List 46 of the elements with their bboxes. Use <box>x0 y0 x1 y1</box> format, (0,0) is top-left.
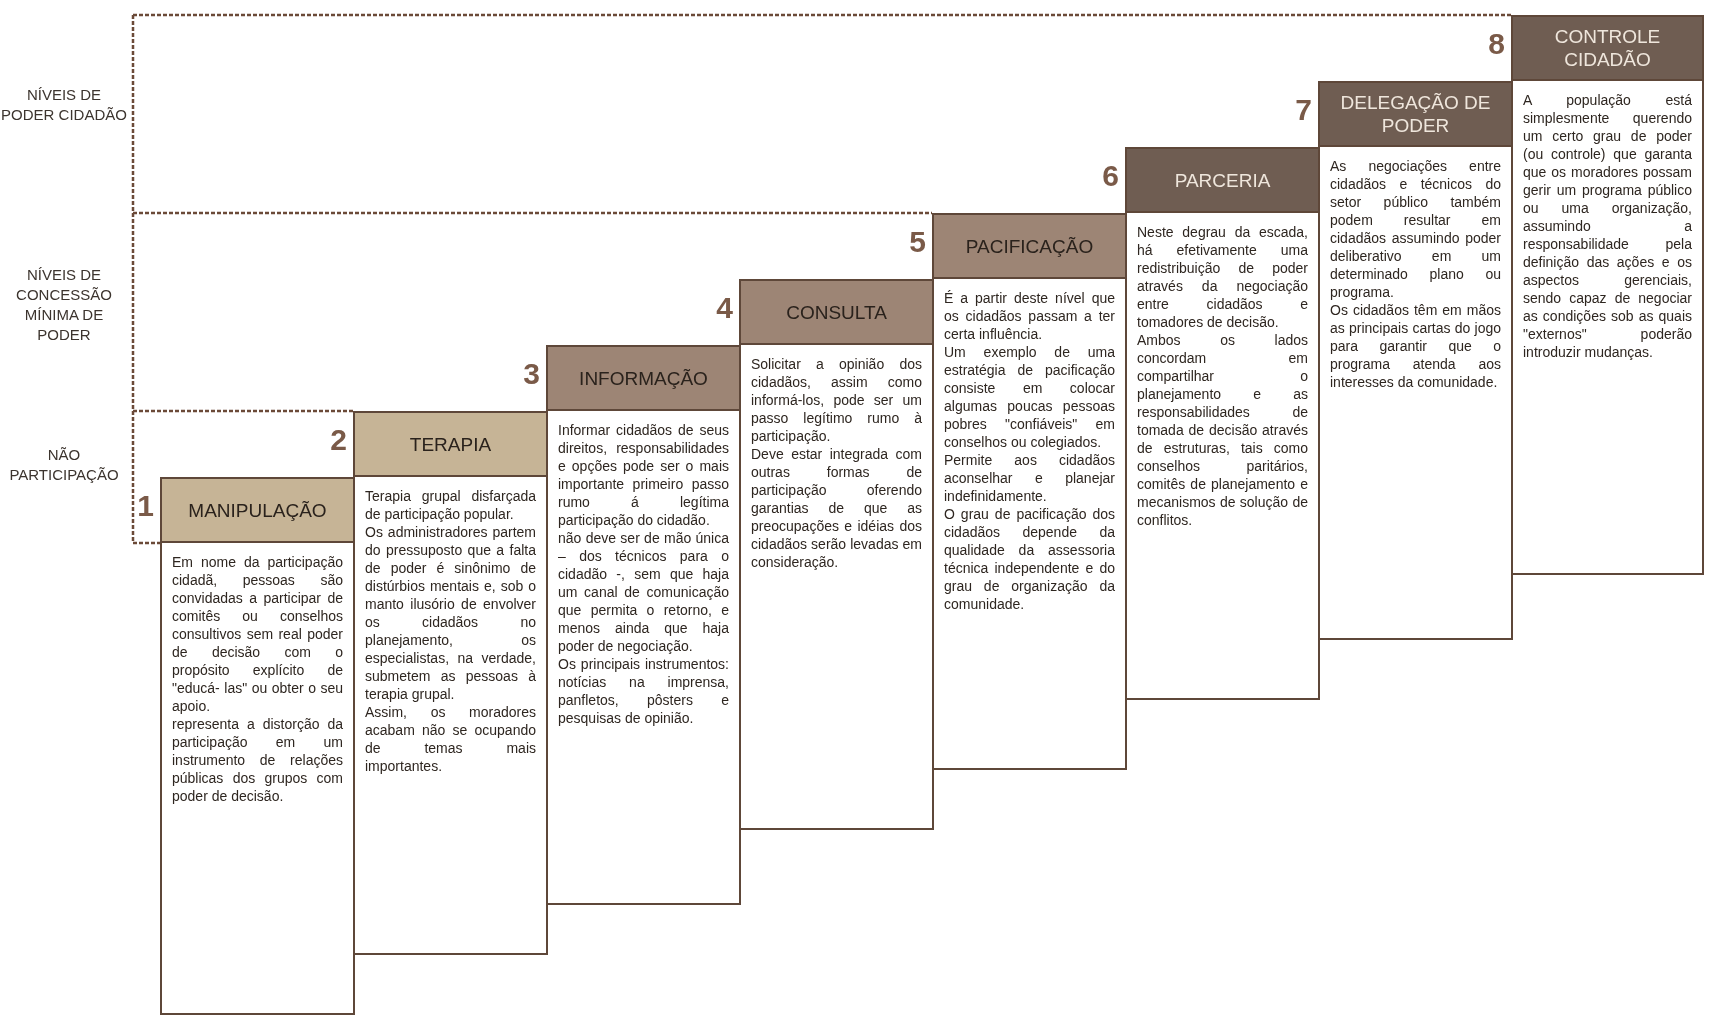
step-number: 3 <box>522 357 540 391</box>
step-header: TERAPIA <box>355 413 546 477</box>
description-text: Terapia grupal disfarçada de participação popular. <box>365 487 536 523</box>
description-text: Os administradores partem do pressuposto que a falta de poder é sinônimo de distúrbios mentais e, sob o manto ilusório de envolver os cidadãos no planejamento, os especialistas, na verdade, submetem as pessoas à terapia grupal. <box>365 523 536 703</box>
step-header: CONTROLE CIDADÃO <box>1513 17 1702 81</box>
description-text: Neste degrau da escada, há efetivamente uma redistribuição de poder através da negociação entre cidadãos e tomadores de decisão. <box>1137 223 1308 331</box>
step-card <box>1318 81 1513 640</box>
step-header: CONSULTA <box>741 281 932 345</box>
step-card <box>546 345 741 905</box>
description-text: Um exemplo de uma estratégia de pacificação consiste em colocar algumas poucas pessoas pobres "confiáveis" em conselhos ou colegiados. <box>944 343 1115 451</box>
description-text: As negociações entre cidadãos e técnicos do setor público também podem resultar em cidadãos assumindo poder deliberativo em um determinado plano ou programa. <box>1330 157 1501 301</box>
step-header: PACIFICAÇÃO <box>934 215 1125 279</box>
description-text: Informar cidadãos de seus direitos, responsabilidades e opções pode ser o mais importante primeiro passo rumo á legítima participação do cidadão. <box>558 421 729 529</box>
step-number: 5 <box>908 225 926 259</box>
step-card <box>1125 147 1320 700</box>
step-header: MANIPULAÇÃO <box>162 479 353 543</box>
description-text: Ambos os lados concordam em compartilhar o planejamento e as responsabilidades de tomada de decisão através de estruturas, tais como conselhos paritários, comitês de planejamento e mecanismos de solução de conflitos. <box>1137 331 1308 529</box>
level-label: NÍVEIS DE PODER CIDADÃO <box>0 85 128 125</box>
description-text: Os principais instrumentos: notícias na imprensa, panfletos, pôsters e pesquisas de opinião. <box>558 655 729 727</box>
step-card <box>739 279 934 830</box>
step-number: 2 <box>329 423 347 457</box>
step-card <box>932 213 1127 770</box>
description-text: Permite aos cidadãos aconselhar e planejar indefinidamente. <box>944 451 1115 505</box>
step-number: 6 <box>1101 159 1119 193</box>
level-label: NÃO PARTICIPAÇÃO <box>8 445 120 485</box>
step-header: DELEGAÇÃO DE PODER <box>1320 83 1511 147</box>
description-text: O grau de pacificação dos cidadãos depende da qualidade da assessoria técnica independente e do grau de organização da comunidade. <box>944 505 1115 613</box>
step-header: PARCERIA <box>1127 149 1318 213</box>
step-number: 4 <box>715 291 733 325</box>
description-text: representa a distorção da participação em um instrumento de relações públicas dos grupos com poder de decisão. <box>172 715 343 805</box>
description-text: não deve ser de mão única – dos técnicos para o cidadão -, sem que haja um canal de comunicação que permita o retorno, e menos ainda que haja poder de negociação. <box>558 529 729 655</box>
description-text: Solicitar a opinião dos cidadãos, assim como informá-los, pode ser um passo legítimo rumo à participação. <box>751 355 922 445</box>
step-header: INFORMAÇÃO <box>548 347 739 411</box>
description-text: A população está simplesmente querendo um certo grau de poder (ou controle) que garanta que os moradores possam gerir um programa público ou uma organização, assumindo a responsabilidade pela definição das ações e os aspectos gerenciais, sendo capaz de negociar as condições sob as quais "externos" poderão introduzir mudanças. <box>1523 91 1692 361</box>
step-number: 1 <box>136 489 154 523</box>
description-text: Em nome da participação cidadã, pessoas são convidadas a participar de comitês ou conselhos consultivos sem real poder de decisão com o propósito explícito de "educá- las" ou obter o seu apoio. <box>172 553 343 715</box>
step-card <box>1511 15 1704 575</box>
step-number: 8 <box>1487 27 1505 61</box>
step-card <box>353 411 548 955</box>
step-number: 7 <box>1294 93 1312 127</box>
level-label: NÍVEIS DE CONCESSÃO MÍNIMA DE PODER <box>15 265 113 345</box>
step-card <box>160 477 355 1015</box>
description-text: Os cidadãos têm em mãos as principais cartas do jogo para garantir que o programa atenda aos interesses da comunidade. <box>1330 301 1501 391</box>
description-text: É a partir deste nível que os cidadãos passam a ter certa influência. <box>944 289 1115 343</box>
description-text: Assim, os moradores acabam não se ocupando de temas mais importantes. <box>365 703 536 775</box>
description-text: Deve estar integrada com outras formas de participação oferendo garantias de que as preocupações e idéias dos cidadãos serão levadas em consideração. <box>751 445 922 571</box>
